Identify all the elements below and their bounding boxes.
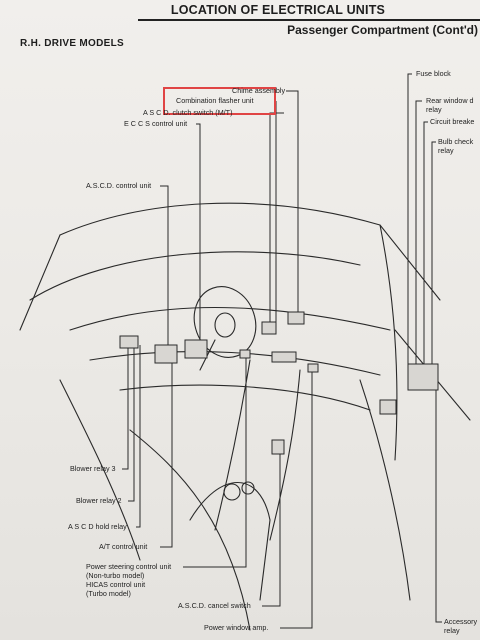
accessory-box	[379, 399, 397, 415]
floor-line	[129, 429, 251, 631]
label-ascd-cancel-switch: A.S.C.D. cancel switch	[178, 601, 251, 610]
highlight-box	[163, 87, 276, 115]
relay-cluster	[271, 351, 297, 363]
label-combination-flasher-unit: Combination flasher unit	[176, 96, 254, 105]
fuse-block-box	[407, 363, 439, 391]
label-hicas-control-unit: HICAS control unit	[86, 580, 146, 589]
label-non-turbo-model: (Non-turbo model)	[86, 571, 145, 580]
dashboard-lower	[89, 351, 381, 376]
steering-wheel	[193, 286, 257, 358]
right-door	[359, 379, 411, 601]
small-relay	[307, 363, 319, 373]
ecu-box	[184, 339, 208, 359]
steering-hub	[214, 312, 236, 338]
label-eccs-control-unit: E C C S control unit	[124, 119, 188, 128]
label-at-control-unit: A/T control unit	[99, 542, 148, 551]
door-line	[59, 379, 141, 561]
title-rule	[138, 19, 480, 21]
label-ascd-control-unit: A.S.C.D. control unit	[86, 181, 152, 190]
label-ascd-clutch-switch: A S C D. clutch switch (M/T)	[143, 108, 233, 117]
cancel-switch-box	[271, 439, 285, 455]
section-heading: R.H. DRIVE MODELS	[20, 38, 124, 49]
a-pillar-left	[19, 234, 61, 331]
label-turbo-model: (Turbo model)	[86, 589, 131, 598]
windshield-outline	[59, 202, 441, 301]
label-fuse-block: Fuse block	[416, 69, 451, 78]
page-subtitle: Passenger Compartment (Cont'd)	[287, 23, 478, 37]
console-right	[269, 369, 301, 541]
label-power-steering-control-unit: Power steering control unit	[86, 562, 172, 571]
label-accessory-relay-line2: relay	[444, 626, 460, 635]
page-title: LOCATION OF ELECTRICAL UNITS	[170, 3, 386, 17]
roof-outline	[29, 251, 361, 301]
seat-knob-2	[241, 481, 255, 495]
ascd-unit-box	[154, 344, 178, 364]
label-chime-assembly: Chime assembly	[232, 86, 286, 95]
label-ascd-hold-relay: A S C D hold relay	[68, 522, 127, 531]
flasher-box	[261, 321, 277, 335]
label-rear-window-relay: Rear window d	[426, 96, 474, 105]
hicas-box	[239, 349, 251, 359]
relay-block-left	[119, 335, 139, 349]
label-power-window-amp: Power window amp.	[204, 623, 269, 632]
dashboard-top	[69, 307, 391, 331]
label-bulb-check-relay-line2: relay	[438, 146, 454, 155]
label-bulb-check-relay: Bulb check	[438, 137, 474, 146]
label-accessory-relay: Accessory	[444, 617, 478, 626]
label-blower-relay-2: Blower relay 2	[76, 496, 122, 505]
dashboard-edge	[119, 384, 371, 411]
seat-front	[189, 482, 271, 601]
seat-knob-1	[223, 483, 241, 501]
label-blower-relay-3: Blower relay 3	[70, 464, 116, 473]
chime-box	[287, 311, 305, 325]
a-pillar-right	[379, 224, 398, 461]
label-rear-window-relay-line2: relay	[426, 105, 442, 114]
label-circuit-breaker: Circuit breake	[430, 117, 475, 126]
